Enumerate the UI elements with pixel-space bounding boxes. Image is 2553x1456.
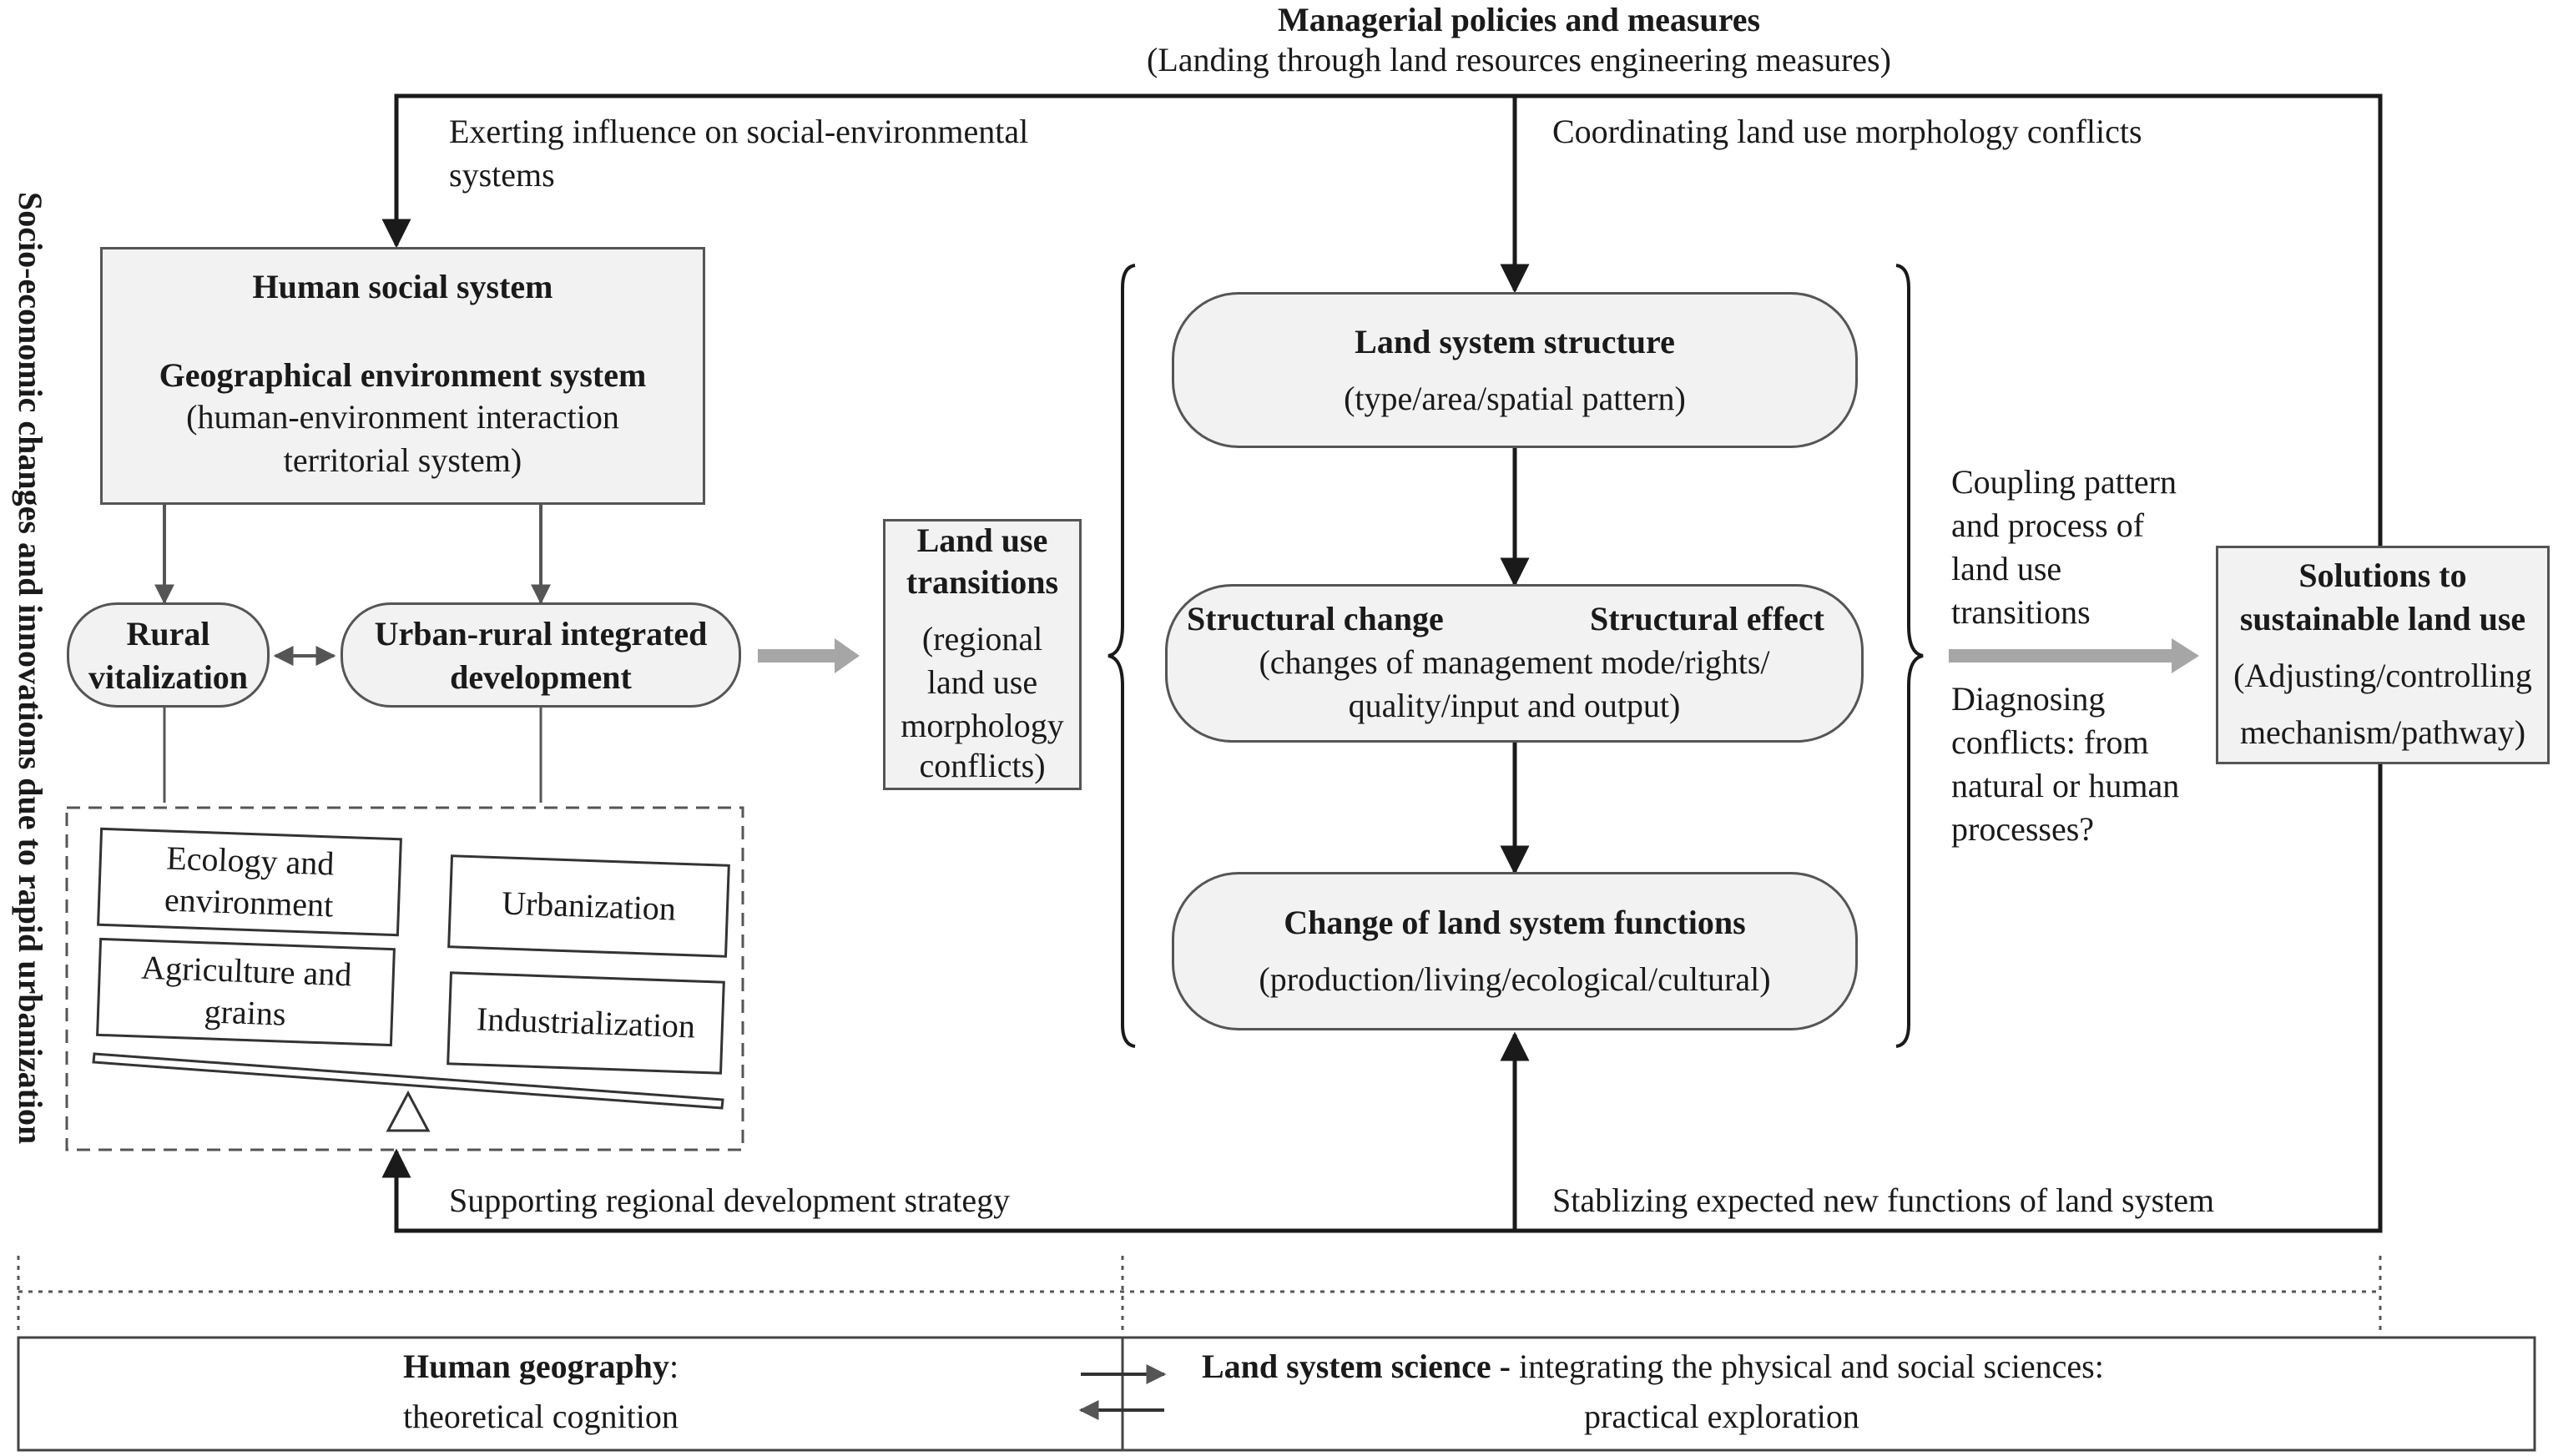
diagnosing-line4: processes? xyxy=(1951,810,2095,848)
fat-arrows xyxy=(758,638,2199,673)
geo-environment-system-label: Geographical environment system xyxy=(159,356,647,394)
land-functions-box xyxy=(1172,872,1858,1030)
rural-label-line1: Rural xyxy=(126,615,210,652)
human-geography-colon: : xyxy=(669,1348,679,1385)
industrialization-box: Industrialization xyxy=(447,971,725,1075)
land-functions-title: Change of land system functions xyxy=(1284,904,1746,941)
ecology-line2: environment xyxy=(164,880,334,924)
urban-rural-line2: development xyxy=(450,658,632,696)
urbanization-box: Urbanization xyxy=(447,854,730,958)
urban-rural-line1: Urban-rural integrated xyxy=(374,615,708,652)
exchange-arrows-icon xyxy=(1078,1364,1167,1420)
land-structure-title: Land system structure xyxy=(1355,323,1675,360)
loop-label-top-left-line2: systems xyxy=(449,156,555,194)
agriculture-grains-box: Agriculture and grains xyxy=(96,937,396,1047)
coupling-line2: and process of xyxy=(1951,506,2145,544)
land-system-structure-box xyxy=(1172,292,1858,448)
bottom-loop xyxy=(381,1031,1530,1233)
lut-title-line1: Land use xyxy=(916,521,1048,559)
lut-detail-line3: morphology xyxy=(901,707,1064,744)
structural-change-box xyxy=(1165,584,1864,743)
solutions-detail-line2: mechanism/pathway) xyxy=(2239,713,2526,751)
bottom-dotted-lines xyxy=(17,1256,2382,1331)
diagnosing-line1: Diagnosing xyxy=(1951,680,2106,718)
land-science-rest: integrating the physical and social scie… xyxy=(1518,1348,2104,1385)
structural-detail-line2: quality/input and output) xyxy=(1348,687,1681,724)
land-science-sub: practical exploration xyxy=(1584,1398,1859,1435)
rural-vitalization-box xyxy=(67,602,270,708)
human-social-system-label: Human social system xyxy=(252,268,553,305)
agriculture-line2: grains xyxy=(203,992,287,1033)
balance-support-lines xyxy=(163,708,542,803)
lut-title-line2: transitions xyxy=(906,563,1059,601)
ecology-line1: Ecology and xyxy=(165,839,336,883)
bottom-frame xyxy=(17,1336,2536,1452)
ecology-environment-box: Ecology and environment xyxy=(97,827,402,937)
managerial-subtitle: (Landing through land resources engineer… xyxy=(1147,41,1891,78)
industrialization-label: Industrialization xyxy=(476,1000,696,1045)
lut-detail-line2: land use xyxy=(926,663,1038,701)
diagnosing-line2: conflicts: from xyxy=(1951,723,2149,761)
diagnosing-line3: natural or human xyxy=(1951,767,2180,804)
loop-label-top-right: Coordinating land use morphology conflic… xyxy=(1552,113,2142,150)
coupling-line4: transitions xyxy=(1951,593,2091,631)
top-loop xyxy=(381,93,2383,1233)
loop-label-bottom-left: Supporting regional development strategy xyxy=(449,1181,1011,1219)
human-geography-sub: theoretical cognition xyxy=(403,1398,679,1435)
solutions-detail-line1: (Adjusting/controlling xyxy=(2233,657,2532,694)
land-science-heading: Land system science - integrating the ph… xyxy=(1202,1345,2104,1388)
human-box-down-arrows xyxy=(154,505,551,605)
structural-effect-label: Structural effect xyxy=(1590,600,1824,637)
loop-label-top-left-line1: Exerting influence on social-environment… xyxy=(449,113,1029,150)
left-curly-brace xyxy=(1107,264,1136,1048)
land-use-transitions-box xyxy=(883,519,1082,790)
balance-dashed-box xyxy=(65,806,744,1151)
balance-beam xyxy=(92,1052,724,1110)
left-vertical-label: Socio-economic changes and innovations d… xyxy=(12,192,49,1145)
land-functions-detail: (production/living/ecological/cultural) xyxy=(1259,960,1771,998)
loop-label-bottom-right: Stablizing expected new functions of lan… xyxy=(1552,1181,2215,1219)
human-system-box xyxy=(100,247,705,505)
rural-label-line2: vitalization xyxy=(88,658,249,696)
solutions-box xyxy=(2216,546,2550,764)
solutions-title-line1: Solutions to xyxy=(2298,557,2467,594)
human-geography-heading: Human geography: xyxy=(403,1345,679,1388)
human-environment-line1: (human-environment interaction xyxy=(186,398,619,436)
human-geography-bold: Human geography xyxy=(403,1348,669,1385)
structural-detail-line1: (changes of management mode/rights/ xyxy=(1259,643,1770,681)
coupling-line3: land use xyxy=(1951,550,2062,587)
land-structure-detail: (type/area/spatial pattern) xyxy=(1344,380,1686,417)
agriculture-line1: Agriculture and xyxy=(140,948,353,994)
structural-change-label: Structural change xyxy=(1187,600,1444,637)
lut-detail-line1: (regional xyxy=(921,620,1043,657)
urbanization-label: Urbanization xyxy=(501,884,677,928)
coupling-line1: Coupling pattern xyxy=(1951,463,2177,501)
solutions-title-line2: sustainable land use xyxy=(2239,600,2526,637)
lut-detail-line4: conflicts) xyxy=(919,747,1046,784)
right-curly-brace xyxy=(1895,264,1924,1048)
human-environment-line2: territorial system) xyxy=(283,441,522,479)
land-science-bold: Land system science - xyxy=(1202,1348,1511,1385)
balance-fulcrum-icon xyxy=(386,1090,431,1132)
urban-rural-box xyxy=(341,602,741,708)
managerial-title: Managerial policies and measures xyxy=(1277,1,1761,38)
